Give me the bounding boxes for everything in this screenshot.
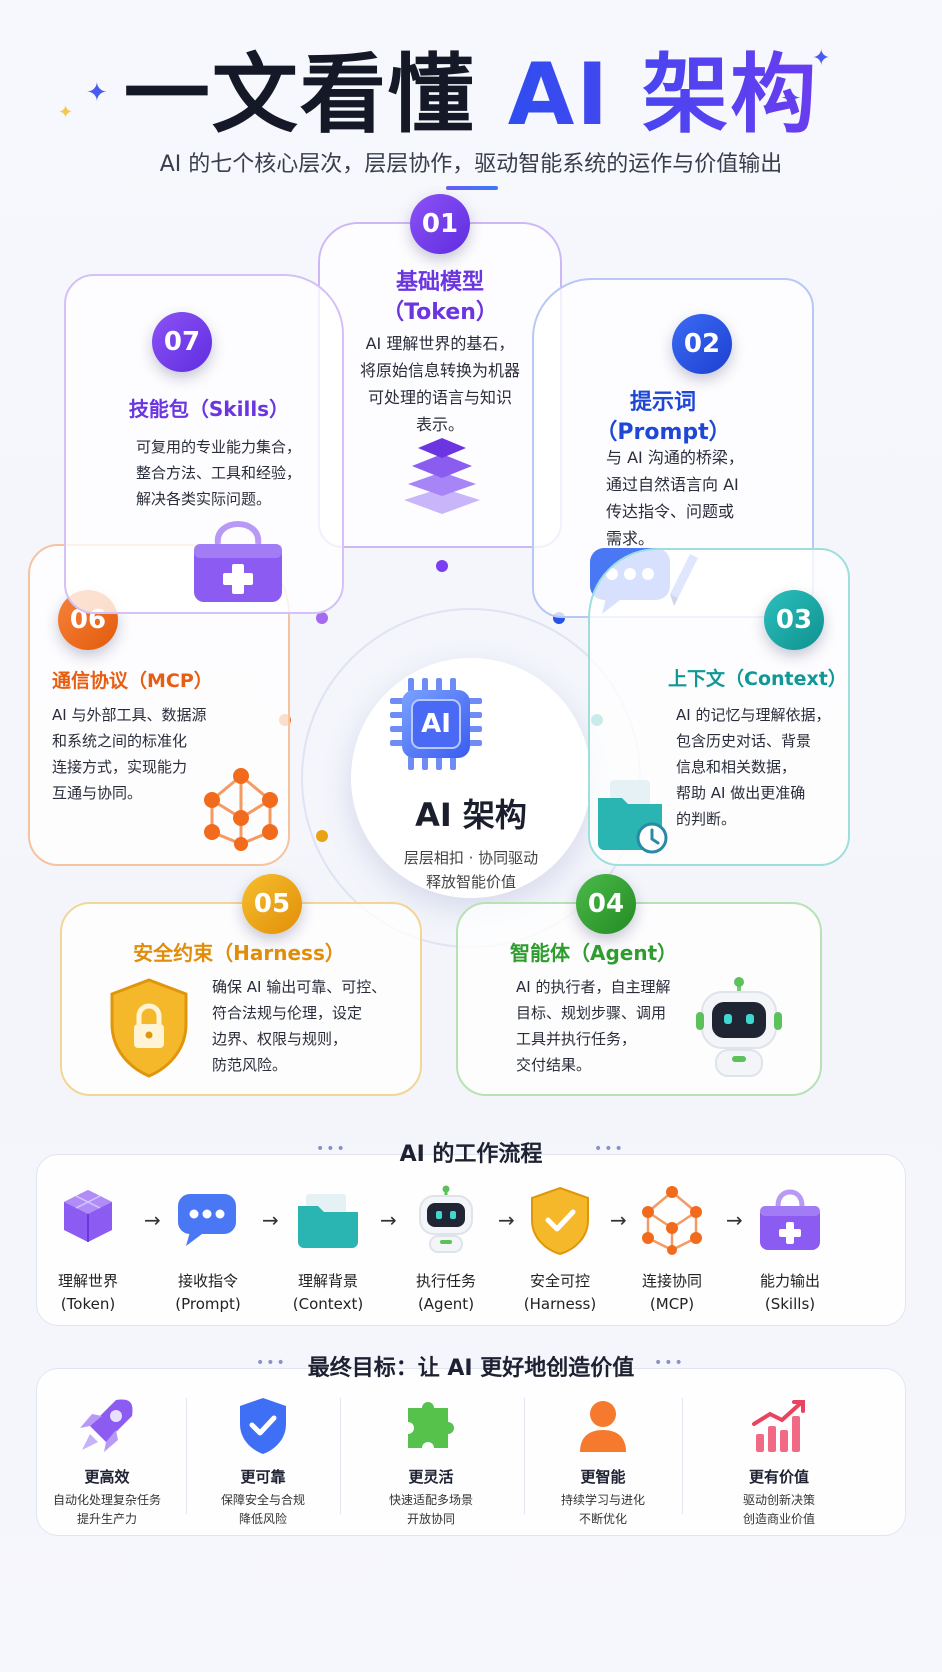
hub-title: AI 架构	[415, 796, 527, 834]
workflow-step-token: 理解世界(Token)	[40, 1182, 136, 1313]
layer-badge: 02	[672, 314, 732, 374]
layer-badge: 03	[764, 590, 824, 650]
cube-cluster-icon	[50, 1182, 126, 1258]
workflow-step-harness: 安全可控(Harness)	[512, 1182, 608, 1313]
folder-icon	[290, 1182, 366, 1258]
title-divider	[446, 186, 498, 190]
layer-title: 基础模型（Token）	[382, 270, 498, 325]
heading-dots: •••	[316, 1141, 347, 1157]
layer-stack-icon	[400, 432, 484, 520]
toolbox-icon	[190, 520, 286, 606]
robot-icon	[694, 976, 784, 1080]
layer-title: 安全约束（Harness）	[133, 941, 345, 965]
divider	[340, 1398, 341, 1514]
heading-dots: •••	[594, 1141, 625, 1157]
workflow-step-context: 理解背景(Context)	[280, 1182, 376, 1313]
layer-description: AI 的执行者，自主理解目标、规划步骤、调用工具并执行任务，交付结果。	[516, 978, 671, 1074]
goal-intelligent: 更智能 持续学习与进化不断优化	[528, 1394, 678, 1529]
goal-flexible: 更灵活 快速适配多场景开放协同	[356, 1394, 506, 1529]
divider	[682, 1398, 683, 1514]
page-subtitle: AI 的七个核心层次，层层协作，驱动智能系统的运作与价值输出	[159, 152, 783, 177]
layer-title: 技能包（Skills）	[128, 397, 290, 421]
puzzle-icon	[356, 1394, 506, 1456]
goal-valuable: 更有价值 驱动创新决策创造商业价值	[704, 1394, 854, 1529]
layer-description: AI 与外部工具、数据源和系统之间的标准化连接方式，实现能力互通与协同。	[52, 706, 207, 802]
layer-badge: 07	[152, 312, 212, 372]
rocket-icon	[32, 1394, 182, 1456]
sparkle-icon: ✦	[812, 46, 831, 71]
ai-chip-icon	[384, 672, 488, 776]
shield-check-icon	[522, 1182, 598, 1258]
layer-description: AI 的记忆与理解依据，包含历史对话、背景信息和相关数据，帮助 AI 做出更准确…	[676, 706, 831, 828]
growth-chart-icon	[704, 1394, 854, 1456]
ring-dot	[436, 560, 448, 572]
sparkle-icon: ✦	[86, 78, 108, 108]
divider	[186, 1398, 187, 1514]
workflow-step-skills: 能力输出(Skills)	[742, 1182, 838, 1313]
layer-badge: 05	[242, 874, 302, 934]
divider	[524, 1398, 525, 1514]
ring-dot	[316, 830, 328, 842]
goal-efficient: 更高效 自动化处理复杂任务提升生产力	[32, 1394, 182, 1529]
folder-clock-icon	[596, 776, 672, 856]
workflow-step-prompt: 接收指令(Prompt)	[160, 1182, 256, 1313]
layer-badge: 01	[410, 194, 470, 254]
chat-bubble-icon	[170, 1182, 246, 1258]
heading-dots: •••	[256, 1355, 287, 1371]
layer-description: AI 理解世界的基石，将原始信息转换为机器可处理的语言与知识表示。	[359, 334, 520, 434]
network-icon	[634, 1182, 710, 1258]
arrow-icon: →	[380, 1208, 397, 1232]
goals-heading: 最终目标：让 AI 更好地创造价值	[307, 1356, 635, 1381]
ai-chip-label: AI	[421, 709, 451, 739]
hub-subtitle: 层层相扣 · 协同驱动释放智能价值	[403, 849, 539, 891]
layer-description: 确保 AI 输出可靠、可控、符合法规与伦理，设定边界、权限与规则，防范风险。	[212, 978, 387, 1074]
layer-description: 可复用的专业能力集合，整合方法、工具和经验，解决各类实际问题。	[136, 438, 302, 508]
layer-title: 智能体（Agent）	[510, 941, 678, 965]
sparkle-icon: ✦	[780, 84, 802, 114]
workflow-heading: AI 的工作流程	[399, 1142, 543, 1167]
page-title: 一文看懂 AI 架构	[123, 45, 819, 145]
layer-title: 通信协议（MCP）	[52, 670, 213, 692]
arrow-icon: →	[498, 1208, 515, 1232]
arrow-icon: →	[610, 1208, 627, 1232]
heading-dots: •••	[654, 1355, 685, 1371]
layer-title: 提示词（Prompt）	[595, 390, 731, 445]
layer-title: 上下文（Context）	[668, 668, 847, 690]
ring-dot	[316, 612, 328, 624]
network-icon	[198, 766, 284, 852]
layer-badge: 04	[576, 874, 636, 934]
robot-icon	[408, 1182, 484, 1258]
goal-reliable: 更可靠 保障安全与合规降低风险	[188, 1394, 338, 1529]
shield-lock-icon	[106, 976, 192, 1080]
toolbox-icon	[752, 1182, 828, 1258]
arrow-icon: →	[726, 1208, 743, 1232]
person-icon	[528, 1394, 678, 1456]
arrow-icon: →	[262, 1208, 279, 1232]
shield-check-icon	[188, 1394, 338, 1456]
sparkle-icon: ✦	[58, 102, 74, 123]
workflow-step-mcp: 连接协同(MCP)	[624, 1182, 720, 1313]
workflow-step-agent: 执行任务(Agent)	[398, 1182, 494, 1313]
arrow-icon: →	[144, 1208, 161, 1232]
